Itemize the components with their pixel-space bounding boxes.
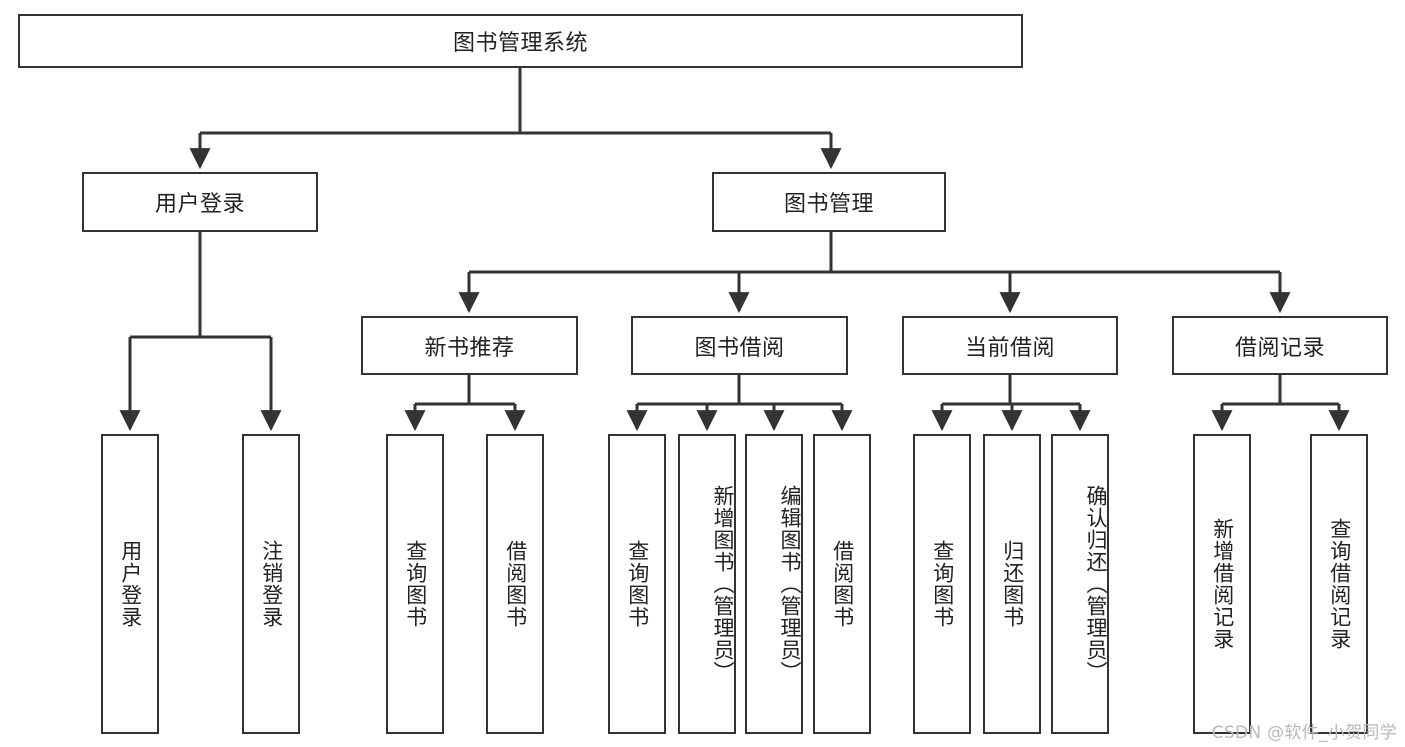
node-leaf-return-book[interactable]: 归还图书 bbox=[983, 434, 1041, 734]
node-leaf-add-borrow-record-label: 新增借阅记录 bbox=[1210, 518, 1235, 650]
node-current-borrow[interactable]: 当前借阅 bbox=[902, 316, 1118, 375]
node-leaf-add-book-admin[interactable]: 新增图书（管理员） bbox=[678, 434, 736, 734]
node-leaf-add-book-admin-label: 新增图书（管理员） bbox=[711, 485, 735, 683]
node-leaf-query-borrow-record-label: 查询借阅记录 bbox=[1327, 518, 1352, 650]
node-leaf-borrow-book-rec[interactable]: 借阅图书 bbox=[486, 434, 544, 734]
node-leaf-user-logout[interactable]: 注销登录 bbox=[242, 434, 300, 734]
node-borrow-record-label: 借阅记录 bbox=[1234, 335, 1325, 361]
node-leaf-query-borrow-record[interactable]: 查询借阅记录 bbox=[1310, 434, 1368, 734]
node-book-management[interactable]: 图书管理 bbox=[712, 172, 946, 232]
node-book-borrow-label: 图书借阅 bbox=[694, 335, 785, 361]
node-leaf-edit-book-admin-label: 编辑图书（管理员） bbox=[778, 485, 802, 683]
node-book-borrow[interactable]: 图书借阅 bbox=[631, 316, 848, 375]
node-leaf-add-borrow-record[interactable]: 新增借阅记录 bbox=[1193, 434, 1251, 734]
node-leaf-borrow-book-rec-label: 借阅图书 bbox=[503, 540, 528, 628]
node-leaf-query-book-current-label: 查询图书 bbox=[930, 540, 955, 628]
node-leaf-query-book-borrow[interactable]: 查询图书 bbox=[608, 434, 666, 734]
node-leaf-confirm-return-admin-label: 确认归还（管理员） bbox=[1084, 485, 1108, 683]
node-user-login[interactable]: 用户登录 bbox=[82, 172, 318, 232]
node-leaf-query-book-borrow-label: 查询图书 bbox=[625, 540, 650, 628]
node-leaf-confirm-return-admin[interactable]: 确认归还（管理员） bbox=[1051, 434, 1109, 734]
node-leaf-borrow-book[interactable]: 借阅图书 bbox=[813, 434, 871, 734]
node-leaf-user-login[interactable]: 用户登录 bbox=[101, 434, 159, 734]
node-current-borrow-label: 当前借阅 bbox=[964, 335, 1055, 361]
node-leaf-edit-book-admin[interactable]: 编辑图书（管理员） bbox=[745, 434, 803, 734]
node-new-book-recommend[interactable]: 新书推荐 bbox=[361, 316, 578, 375]
node-borrow-record[interactable]: 借阅记录 bbox=[1172, 316, 1388, 375]
node-leaf-query-book-current[interactable]: 查询图书 bbox=[913, 434, 971, 734]
node-leaf-user-login-label: 用户登录 bbox=[118, 540, 143, 628]
node-root-book-management-system[interactable]: 图书管理系统 bbox=[18, 14, 1023, 68]
node-new-book-recommend-label: 新书推荐 bbox=[424, 335, 515, 361]
node-leaf-query-book-rec-label: 查询图书 bbox=[403, 540, 428, 628]
node-user-login-label: 用户登录 bbox=[154, 192, 245, 217]
node-leaf-query-book-rec[interactable]: 查询图书 bbox=[386, 434, 444, 734]
node-book-management-label: 图书管理 bbox=[783, 192, 874, 217]
node-root-label: 图书管理系统 bbox=[452, 31, 588, 56]
node-leaf-borrow-book-label: 借阅图书 bbox=[830, 540, 855, 628]
node-leaf-return-book-label: 归还图书 bbox=[1000, 540, 1025, 628]
node-leaf-user-logout-label: 注销登录 bbox=[259, 540, 284, 628]
